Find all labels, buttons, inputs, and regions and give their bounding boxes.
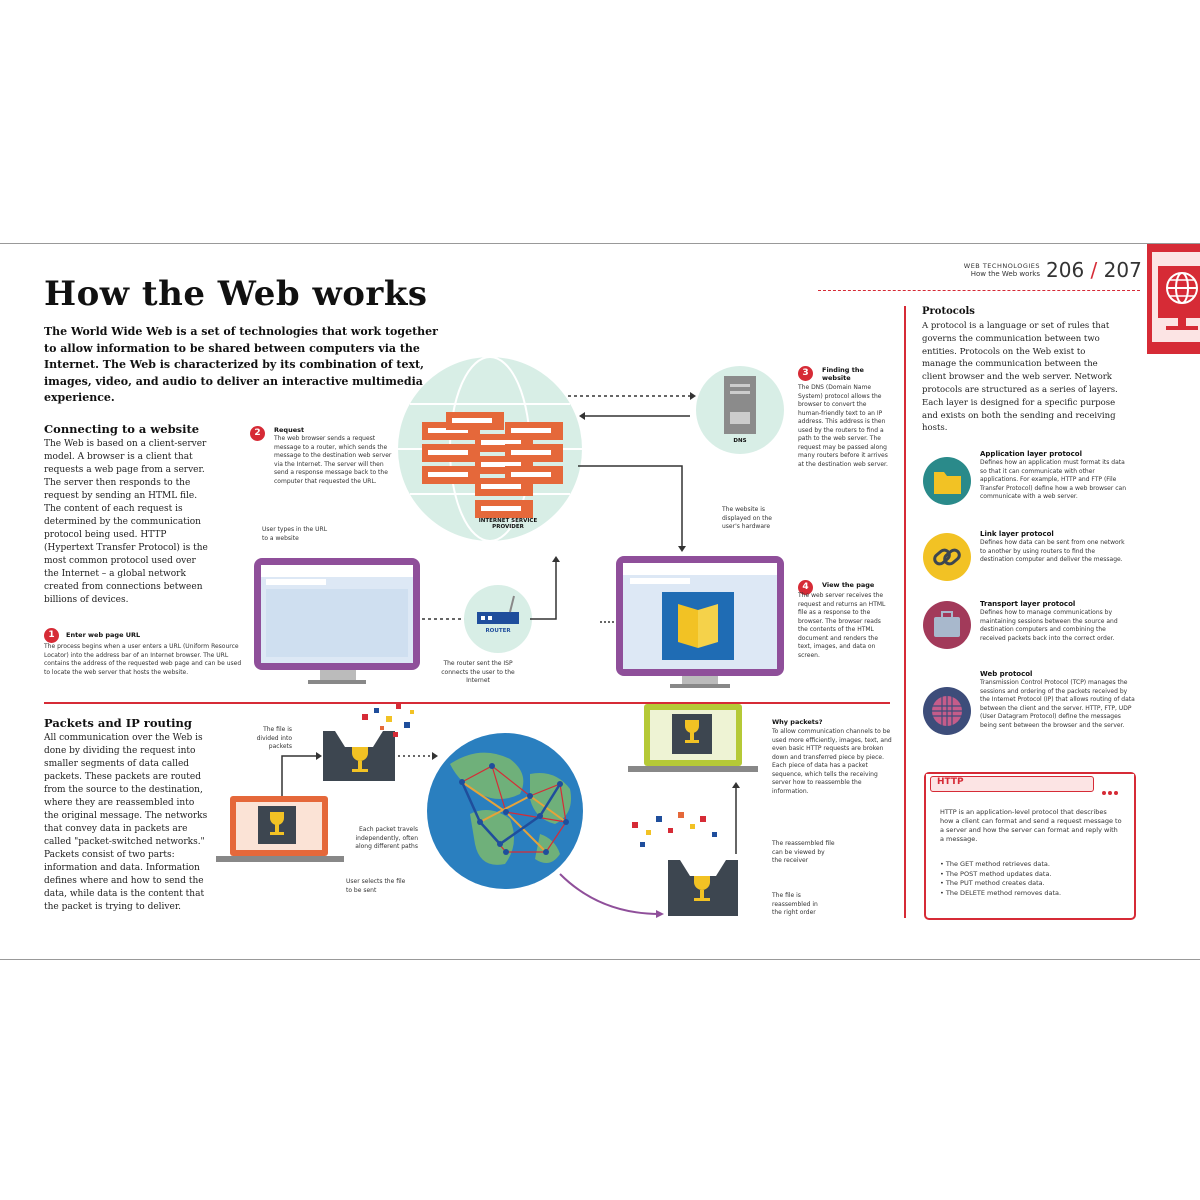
sender-laptop: [216, 796, 344, 862]
router-label: ROUTER: [485, 628, 511, 634]
http-methods: • The GET method retrieves data. • The P…: [940, 860, 1122, 898]
note-travel: Each packet travels independently, often…: [355, 826, 418, 850]
step-title: Enter web page URL: [66, 631, 141, 639]
http-body: HTTP is an application-level protocol th…: [940, 808, 1122, 843]
receiver-laptop: [628, 704, 758, 772]
page-right: 207: [1103, 258, 1142, 282]
window-dots: [1102, 780, 1118, 799]
page-title: How the Web works: [44, 274, 428, 314]
packets-heading: Packets and IP routing: [44, 716, 192, 730]
note-website-displayed: The website is displayed on the user's h…: [722, 506, 772, 530]
http-method-put: • The PUT method creates data.: [940, 879, 1045, 887]
left-monitor: [254, 558, 420, 684]
http-title: HTTP: [937, 777, 964, 787]
protocols-heading: Protocols: [922, 306, 975, 317]
section-label: WEB TECHNOLOGIES: [963, 262, 1040, 270]
connecting-body: The Web is based on a client-server mode…: [44, 439, 208, 605]
protocol-text: Transmission Control Protocol (TCP) mana…: [980, 679, 1135, 729]
http-title-bar: HTTP: [930, 776, 1094, 792]
protocol-item-web: Web protocol Transmission Control Protoc…: [922, 670, 1142, 750]
step-title: View the page: [822, 581, 875, 589]
protocol-item-link: Link layer protocol Defines how data can…: [922, 530, 1142, 590]
protocol-item-application: Application layer protocol Defines how a…: [922, 450, 1142, 510]
step-title: Finding the website: [822, 366, 864, 382]
client-server-diagram: [254, 356, 784, 688]
note-reassembled-order: The file is reassembled in the right ord…: [772, 892, 818, 916]
protocol-title: Application layer protocol: [980, 450, 1082, 458]
step-title: Request: [274, 426, 305, 434]
protocol-title: Web protocol: [980, 670, 1033, 678]
protocols-body: A protocol is a language or set of rules…: [922, 321, 1118, 434]
protocol-title: Transport layer protocol: [980, 600, 1076, 608]
page-left: 206: [1046, 258, 1085, 282]
http-method-get: • The GET method retrieves data.: [940, 860, 1050, 868]
book-spread: WEB TECHNOLOGIES How the Web works 206 /…: [0, 243, 1200, 960]
header-rule: [818, 290, 1140, 291]
chain-link-icon: [923, 533, 971, 581]
page-numbers: 206 / 207: [1046, 258, 1142, 282]
running-header: WEB TECHNOLOGIES How the Web works: [930, 262, 1040, 278]
step-number: 3: [798, 366, 813, 381]
sidebar-rule: [904, 306, 906, 918]
dns-label: DNS: [733, 438, 747, 444]
note-reassembled: The reassembled file can be viewed by th…: [772, 840, 835, 864]
server-stack: [422, 412, 563, 518]
step-number: 1: [44, 628, 59, 643]
section-divider: [44, 702, 890, 704]
note-divided: The file is divided into packets: [256, 726, 292, 750]
step-text: The web browser sends a request message …: [274, 435, 392, 485]
protocol-text: Defines how an application must format i…: [980, 459, 1127, 500]
right-monitor: [616, 556, 784, 688]
note-user-types: User types in the URL to a website: [262, 526, 328, 542]
world-globe: [427, 733, 583, 889]
folder-icon: [923, 457, 971, 505]
why-packets-text: To allow communication channels to be us…: [772, 728, 892, 795]
http-box-header: HTTP: [926, 774, 1134, 795]
why-packets-title: Why packets?: [772, 718, 823, 726]
http-method-post: • The POST method updates data.: [940, 869, 1052, 878]
protocol-item-transport: Transport layer protocol Defines how to …: [922, 600, 1142, 660]
http-method-delete: • The DELETE method removes data.: [940, 888, 1062, 897]
router: [464, 585, 532, 653]
chapter-tab-inner: [1152, 252, 1200, 342]
globe-grid-icon: [923, 687, 971, 735]
intro-text: The World Wide Web is a set of technolog…: [44, 325, 438, 404]
step-number: 4: [798, 580, 813, 595]
globe-monitor-icon: [1158, 266, 1200, 330]
scattered-packets-top: [362, 704, 414, 737]
connecting-heading: Connecting to a website: [44, 422, 200, 436]
note-router: The router sent the ISP connects the use…: [441, 660, 515, 684]
source-box: [323, 731, 395, 781]
protocol-title: Link layer protocol: [980, 530, 1054, 538]
isp-label: INTERNET SERVICE PROVIDER: [478, 518, 538, 530]
receiver-box: [668, 860, 738, 916]
page-sep: /: [1090, 258, 1098, 282]
http-box: HTTP HTTP is an application-level protoc…: [924, 772, 1136, 920]
step-text: The process begins when a user enters a …: [44, 643, 242, 676]
dns-server: [696, 366, 784, 454]
subsection-label: How the Web works: [970, 270, 1040, 278]
step-number: 2: [250, 426, 265, 441]
step-text: The DNS (Domain Name System) protocol al…: [798, 384, 888, 468]
packets-body: All communication over the Web is done b…: [44, 733, 208, 912]
response-arrow: [578, 465, 683, 546]
packet-routing-diagram: [216, 704, 758, 918]
suitcase-icon: [923, 601, 971, 649]
scattered-packets-bottom: [632, 812, 717, 847]
protocol-text: Defines how to manage communications by …: [980, 609, 1118, 642]
note-user-sends: User selects the file to be sent: [346, 878, 406, 894]
protocol-text: Defines how data can be sent from one ne…: [980, 539, 1125, 563]
step-text: The web server receives the request and …: [798, 592, 886, 659]
